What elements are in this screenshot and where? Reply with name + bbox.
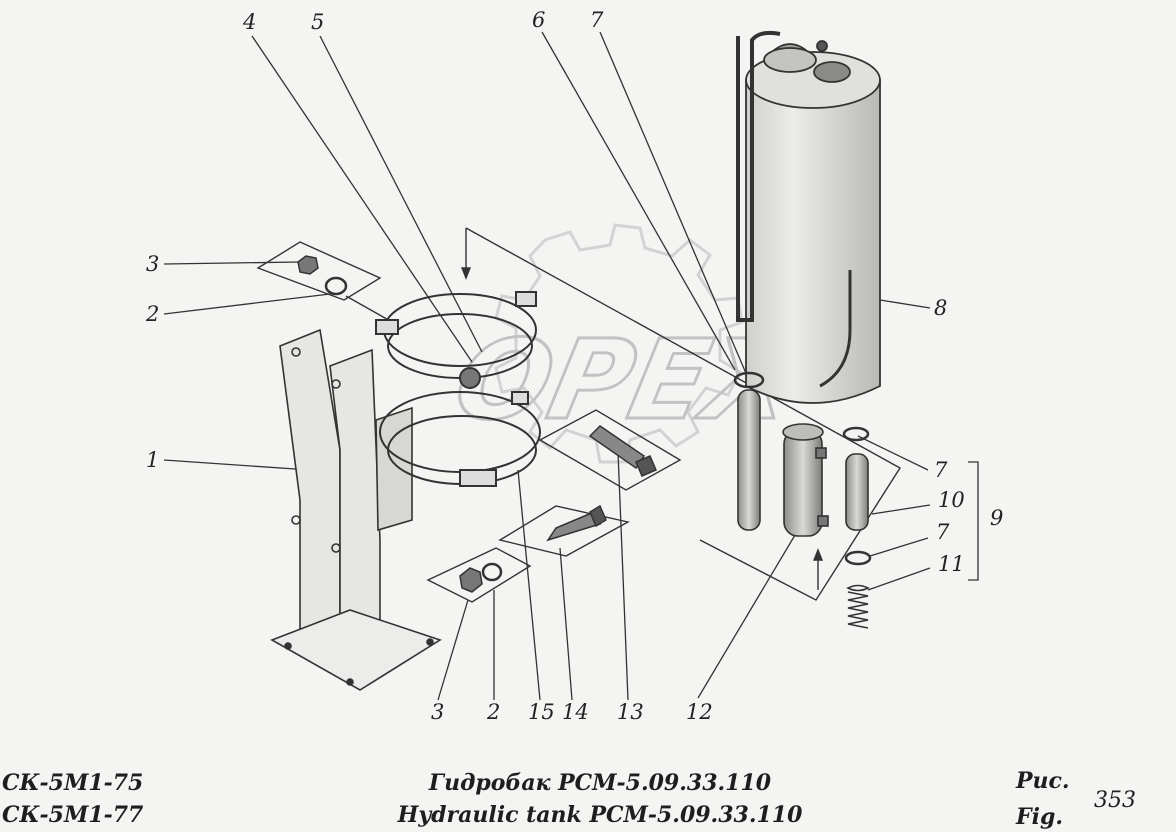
figure-label-en: Fig. [1016, 804, 1064, 830]
clamp-lower [379, 391, 541, 487]
clamp-upper [375, 291, 537, 389]
callout-15: 15 [528, 700, 555, 724]
callout-8: 8 [934, 296, 948, 320]
callout-2: 2 [487, 700, 501, 724]
callout-1: 1 [146, 448, 160, 472]
callout-11: 11 [938, 552, 965, 576]
title-english: Hydraulic tank РСМ-5.09.33.110 [397, 802, 803, 828]
title-russian: Гидробак РСМ-5.09.33.110 [428, 770, 772, 796]
nut-washer-top [297, 255, 348, 296]
bolt-13 [588, 425, 657, 477]
model-code-1: СК-5М1-75 [2, 770, 144, 796]
leader-lines [163, 31, 979, 701]
callout-6: 6 [532, 8, 546, 32]
explode-frames [256, 227, 901, 603]
callout-7: 7 [934, 458, 948, 482]
hydraulic-tank-8 [736, 30, 881, 404]
callout-10: 10 [938, 488, 965, 512]
hose-6 [733, 371, 765, 531]
callout-4: 4 [243, 10, 257, 34]
callout-7: 7 [590, 8, 604, 32]
hose-kit-9 [842, 426, 872, 629]
bracket-1 [270, 328, 442, 691]
callout-14: 14 [562, 700, 589, 724]
callout-7: 7 [936, 520, 950, 544]
callout-9: 9 [990, 506, 1004, 530]
watermark-gear-icon [494, 223, 744, 464]
callout-2: 2 [146, 302, 160, 326]
nut-washer-bottom [459, 562, 503, 593]
callout-3: 3 [431, 700, 445, 724]
figure-label-ru: Рис. [1016, 768, 1070, 794]
callout-3: 3 [146, 252, 160, 276]
figure-number: 353 [1094, 788, 1136, 813]
bolt-14 [546, 504, 607, 542]
callout-13: 13 [617, 700, 644, 724]
model-code-2: СК-5М1-77 [2, 802, 144, 828]
callout-5: 5 [311, 10, 325, 34]
callout-12: 12 [686, 700, 713, 724]
hose-12 [782, 423, 829, 537]
